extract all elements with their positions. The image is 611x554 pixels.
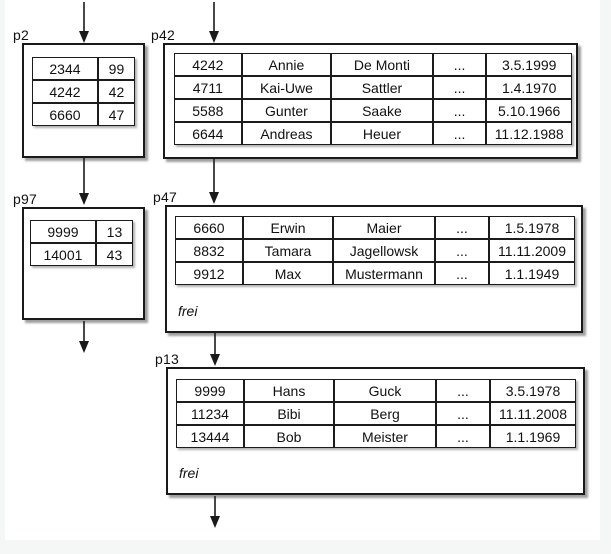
table-cell: 3.5.1999	[486, 53, 572, 76]
table-cell: 6660	[175, 216, 243, 239]
table-cell: Gunter	[241, 99, 332, 122]
table-cell: 4711	[174, 76, 242, 99]
page-label: p2	[13, 27, 29, 43]
table-cell: 5588	[174, 99, 242, 122]
table-cell: 13444	[176, 425, 244, 448]
table-cell: 47	[97, 103, 135, 126]
table-cell: Sattler	[331, 76, 433, 99]
table-cell: Saake	[331, 99, 433, 122]
page-label: p13	[155, 351, 179, 367]
table-cell: 3.5.1978	[490, 379, 576, 402]
table-cell: Bibi	[244, 402, 334, 425]
table-cell: Hans	[244, 379, 334, 402]
table-cell: Bob	[244, 425, 334, 448]
table-cell: 9912	[175, 262, 243, 285]
table-cell: 11234	[176, 402, 244, 425]
table-cell: ...	[435, 239, 489, 262]
table-cell: 43	[95, 243, 133, 266]
table-cell: Max	[243, 262, 333, 285]
table-cell: ...	[435, 216, 489, 239]
table-cell: ...	[436, 379, 490, 402]
table-cell: De Monti	[331, 53, 433, 76]
table-cell: Mustermann	[333, 262, 435, 285]
table-cell: Guck	[334, 379, 436, 402]
table-cell: Meister	[334, 425, 436, 448]
table-cell: 2344	[32, 57, 98, 80]
table-cell: ...	[435, 262, 489, 285]
free-space-label: frei	[178, 303, 198, 319]
table-cell: Erwin	[243, 216, 333, 239]
table-cell: ...	[436, 402, 490, 425]
table-cell: Andreas	[241, 122, 332, 145]
table-cell: 9999	[176, 379, 244, 402]
table-cell: 9999	[30, 220, 96, 243]
table-cell: 11.11.2009	[489, 239, 575, 262]
page-label: p47	[153, 189, 177, 205]
table-cell: 11.12.1988	[486, 122, 572, 145]
table-cell: 4242	[174, 53, 242, 76]
table-cell: 1.5.1978	[489, 216, 575, 239]
table-cell: 1.1.1949	[489, 262, 575, 285]
table-cell: Berg	[334, 402, 436, 425]
table-cell: 14001	[30, 243, 96, 266]
table-cell: ...	[432, 99, 487, 122]
table-cell: 4242	[32, 80, 98, 103]
table-cell: 11.11.2008	[490, 402, 576, 425]
table-cell: ...	[432, 76, 487, 99]
table-cell: Heuer	[331, 122, 433, 145]
table-cell: 42	[97, 80, 135, 103]
table-cell: ...	[436, 425, 490, 448]
table-cell: Tamara	[243, 239, 333, 262]
table-cell: 8832	[175, 239, 243, 262]
table-cell: ...	[432, 53, 487, 76]
table-cell: ...	[432, 122, 487, 145]
table-cell: Jagellowsk	[333, 239, 435, 262]
table-cell: 6660	[32, 103, 98, 126]
table-cell: 5.10.1966	[486, 99, 572, 122]
free-space-label: frei	[179, 465, 199, 481]
table-cell: 6644	[174, 122, 242, 145]
table-cell: Kai-Uwe	[241, 76, 332, 99]
page-label: p97	[13, 191, 37, 207]
table-cell: Maier	[333, 216, 435, 239]
page-label: p42	[151, 27, 175, 43]
table-cell: 1.4.1970	[486, 76, 572, 99]
table-cell: 99	[97, 57, 135, 80]
table-cell: 13	[95, 220, 133, 243]
table-cell: 1.1.1969	[490, 425, 576, 448]
table-cell: Annie	[241, 53, 332, 76]
